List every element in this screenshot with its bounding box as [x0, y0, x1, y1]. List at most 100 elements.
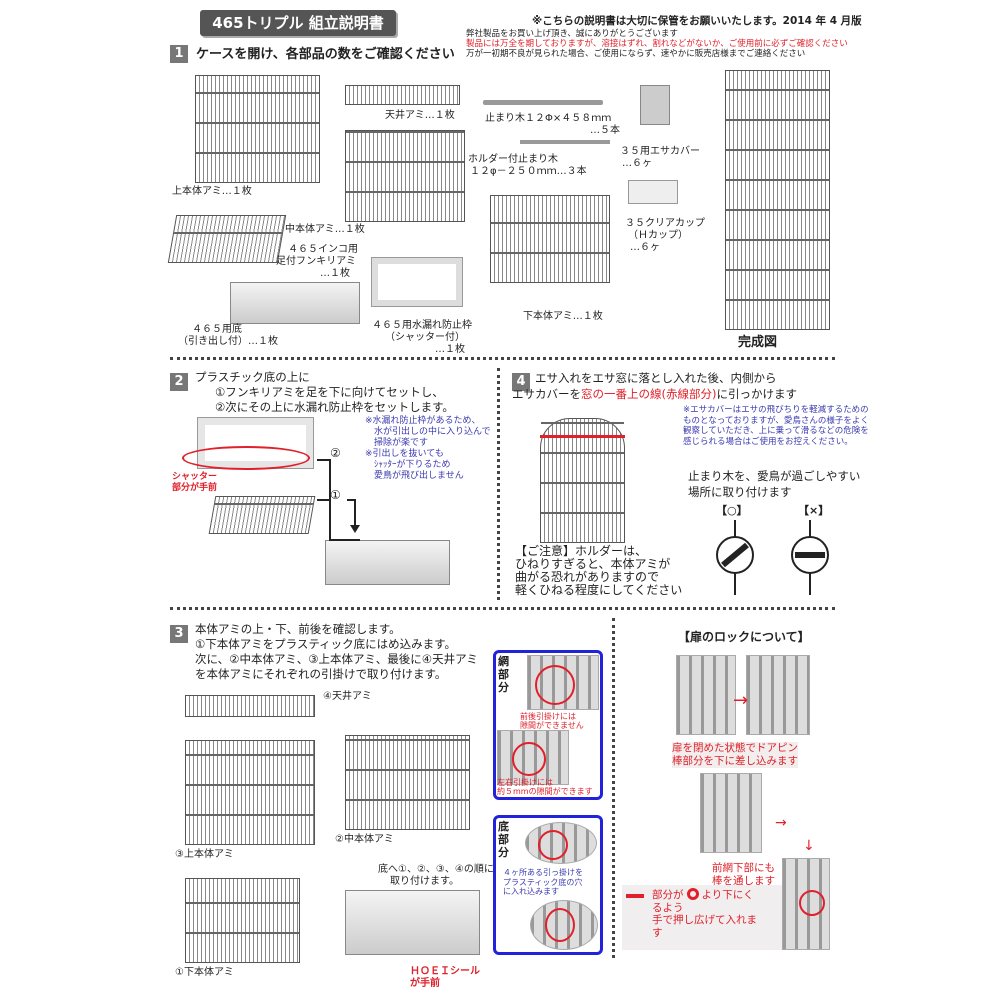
text-line: 前網下部にも	[712, 862, 775, 874]
text: 部分が	[652, 889, 684, 901]
arrow-right-icon: →	[733, 690, 749, 711]
food-cover-image	[640, 85, 670, 125]
base-label: 底部分	[498, 820, 509, 859]
part-perch-qty: …５本	[590, 125, 620, 136]
lock-photo	[676, 655, 736, 735]
defect-text: 万が一初期不良が見られた場合、ご使用にならず、速やかに販売店様までご連絡ください	[466, 49, 806, 59]
lock-note-2: 前網下部にも棒を通します	[712, 862, 775, 888]
part-cup-label: ３５クリアカップ	[625, 218, 705, 229]
section-2-number: 2	[170, 373, 188, 391]
text-line: 【ご注意】ホルダーは、	[515, 544, 648, 558]
ng-label: 【×】	[798, 504, 830, 517]
section-4-line1: エサ入れをエサ窓に落とし入れた後、内側から	[535, 371, 777, 385]
order-text: 底へ①、②、③、④の順に	[378, 864, 494, 875]
shutter-note: シャッター部分が手前	[172, 472, 217, 494]
step-2-marker: ②	[330, 446, 341, 460]
arrow-down-icon: ↓	[803, 838, 815, 854]
base-tray-image	[345, 890, 480, 955]
text-line: シャッター	[172, 472, 218, 482]
lock-note-3-bg	[622, 885, 782, 950]
middle-cage-image	[345, 735, 470, 830]
text-line: 棒を通します	[712, 875, 775, 887]
note: 観察していただき、上に乗って滑るなどの危険を	[683, 426, 869, 436]
base-tray-image	[325, 540, 450, 585]
seal-label: が手前	[410, 978, 440, 989]
mesh-detail-box	[493, 650, 603, 800]
red-circle-icon	[686, 888, 699, 900]
mesh-label: 網部分	[498, 655, 509, 694]
bottom-cage-image	[490, 195, 610, 283]
highlight-circle	[545, 908, 575, 942]
section-2-text: プラスチック底の上に ①フンキリアミを足を下に向けてセットし、 ②次にその上に水…	[195, 370, 454, 415]
bottom-cage-image	[185, 878, 300, 963]
text-line: ①下本体アミをプラスティック底にはめ込みます。	[195, 637, 457, 651]
lock-photo	[746, 655, 810, 735]
highlight-circle	[512, 742, 546, 776]
highlight-circle	[799, 890, 825, 916]
part-frame-sub: （シャッター付）	[385, 332, 465, 343]
text-line: ①フンキリアミを足を下に向けてセットし、	[215, 385, 444, 399]
text-line: 軽くひねる程度にしてください	[515, 583, 683, 597]
note: ※エサカバーはエサの飛びちりを軽減するための	[683, 405, 869, 415]
middle-cage-image	[345, 130, 465, 222]
keep-notice: ※こちらの説明書は大切に保管をお願いいたします。2014 年 4 月版	[532, 15, 862, 27]
text-line: 場所に取り付けます	[688, 485, 792, 499]
grid-image	[208, 496, 316, 534]
section-4-number: 4	[512, 373, 530, 391]
text-line: 扉を閉めた状態でドアピン	[672, 742, 798, 754]
text-line: ４ヶ所ある引っ掛けを	[503, 868, 583, 877]
top-cage-image	[195, 75, 320, 183]
part-cover-label: ３５用エサカバー	[620, 146, 700, 157]
part-frame-label: ４６５用水漏れ防止枠	[372, 320, 472, 331]
text-line: を本体アミにそれぞれの引掛けで取り付けます。	[195, 667, 447, 681]
part-frame-qty: …１枚	[435, 344, 465, 355]
note: 掃除が楽です	[365, 438, 429, 448]
check-text: 製品には万全を期しておりますが、溶接はずれ、割れなどがないか、ご使用前に必ずご確…	[466, 39, 848, 49]
text-line: 約５mmの隙間ができます	[497, 787, 593, 796]
ceiling-label: ④天井アミ	[323, 691, 372, 702]
text-line: す	[652, 926, 663, 939]
section-3-number: 3	[170, 625, 188, 643]
part-cover-qty: …６ヶ	[622, 158, 652, 169]
note: 愛鳥が飛び出しません	[365, 471, 464, 481]
red-bar-icon	[626, 894, 644, 898]
arrow-icon	[317, 459, 360, 541]
shutter-highlight	[182, 446, 310, 470]
part-holder-perch-label: ホルダー付止まり木	[468, 154, 558, 165]
ceiling-image	[185, 695, 315, 717]
step-1-marker: ①	[330, 488, 341, 502]
part-base-sub: （引き出し付）…１枚	[178, 336, 278, 347]
perch-instruction: 止まり木を、愛鳥が過ごしやすい場所に取り付けます	[688, 468, 860, 500]
text-line: に入れ込みます	[503, 887, 559, 896]
section-2-notes: ※水漏れ防止枠があるため、 水が引出しの中に入り込んで 掃除が楽です※引出しを抜…	[365, 416, 491, 482]
text: エサカバーを	[512, 387, 581, 401]
part-holder-perch-size: １２φ－２５０ｍｍ…３本	[470, 166, 587, 177]
header-notes: 弊社製品をお買い上げ頂き、誠にありがとうございます 製品には万全を期しております…	[466, 29, 848, 59]
thanks-text: 弊社製品をお買い上げ頂き、誠にありがとうございます	[466, 29, 678, 39]
perch-image	[483, 100, 603, 105]
section-4-line2: エサカバーを窓の一番上の線(赤線部分)に引っかけます	[512, 386, 797, 402]
part-ceiling-label: 天井アミ…１枚	[385, 110, 455, 121]
part-bottom-label: 下本体アミ…１枚	[523, 311, 603, 322]
holder-perch-image	[520, 140, 610, 144]
section-1-heading: ケースを開け、各部品の数をご確認ください	[196, 47, 455, 62]
divider	[612, 618, 615, 958]
text-line: 手で押し広げて入れま	[652, 914, 757, 926]
text: に引っかけます	[716, 387, 797, 401]
food-window-image	[540, 418, 625, 543]
mesh-note: 左右引掛けには約５mmの隙間ができます	[497, 778, 593, 796]
text-line: ②次にその上に水漏れ防止枠をセットします。	[215, 400, 454, 414]
text-line: プラスティック底の穴	[503, 877, 583, 887]
red-text: 窓の一番上の線(赤線部分)	[581, 387, 717, 401]
part-cup-qty: …６ヶ	[630, 242, 660, 253]
bottom-label: ①下本体アミ	[175, 967, 234, 978]
text-line: 棒部分を下に差し込みます	[672, 755, 798, 767]
text-line: 本体アミの上・下、前後を確認します。	[195, 622, 401, 636]
seal-label: ＨＯＥＩシール	[410, 966, 480, 977]
base-note: ４ヶ所ある引っ掛けをプラスティック底の穴に入れ込みます	[503, 868, 583, 897]
text: より下にく	[701, 889, 754, 901]
page-title: 465トリプル 組立説明書	[200, 10, 396, 36]
text-line: ひねりすぎると、本体アミが	[515, 557, 671, 571]
section-1-number: 1	[170, 45, 188, 63]
base-tray-image	[230, 282, 360, 324]
